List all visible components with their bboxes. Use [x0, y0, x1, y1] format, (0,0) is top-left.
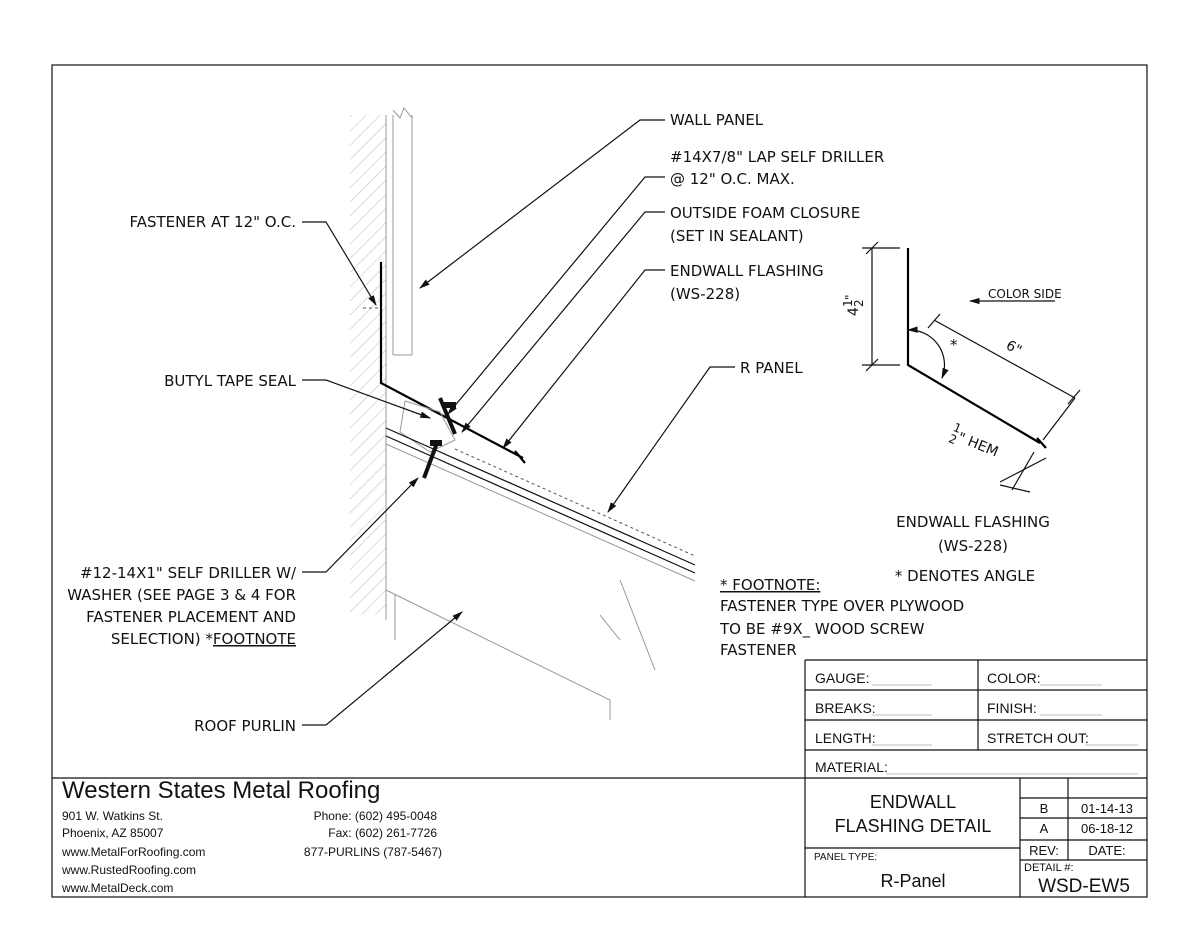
company-toll-free: 877-PURLINS (787-5467)	[304, 845, 442, 859]
break-mark	[392, 107, 413, 119]
length-label: LENGTH:	[815, 730, 876, 746]
angle-asterisk: *	[950, 336, 958, 354]
callout-wall-panel: WALL PANEL	[670, 111, 764, 129]
callout-foam-closure: OUTSIDE FOAM CLOSURE	[670, 204, 860, 222]
material-label: MATERIAL:	[815, 759, 888, 775]
length-dimension-line	[933, 319, 1076, 399]
height-tick	[865, 358, 879, 372]
footnote-line: TO BE #9X_ WOOD SCREW	[719, 620, 925, 639]
roof-purlin-outline	[619, 579, 656, 671]
spec-table: GAUGE: COLOR: BREAKS: FINISH: LENGTH: ST…	[52, 659, 1147, 897]
r-panel-rib	[454, 448, 696, 557]
hem-dimension-arrowline	[999, 484, 1031, 493]
stretch-out-label: STRETCH OUT:	[987, 730, 1089, 746]
section-detail	[350, 107, 696, 720]
color-label: COLOR:	[987, 670, 1041, 686]
company-website: www.MetalDeck.com	[61, 881, 173, 895]
rev-label: REV:	[1029, 843, 1059, 858]
endwall-flashing-line	[379, 262, 524, 459]
callout-self-driller-washer: WASHER (SEE PAGE 3 & 4 FOR	[67, 586, 296, 604]
revision-date: 01-14-13	[1081, 801, 1133, 816]
callout-lap-driller: #14X7/8" LAP SELF DRILLER	[670, 148, 884, 166]
title-block: Western States Metal Roofing 901 W. Watk…	[61, 777, 1147, 897]
company-city: Phoenix, AZ 85007	[62, 826, 164, 840]
callout-lap-driller-spacing: @ 12" O.C. MAX.	[670, 170, 795, 188]
company-address: 901 W. Watkins St.	[62, 809, 163, 823]
profile-hem	[1036, 437, 1047, 449]
company-fax: Fax: (602) 261-7726	[328, 826, 437, 840]
drawing-border	[51, 64, 1148, 898]
r-panel-bottom	[385, 443, 696, 582]
length-tick	[927, 313, 941, 329]
angle-note: * DENOTES ANGLE	[895, 567, 1035, 585]
revision-date: 06-18-12	[1081, 821, 1133, 836]
footnote-line: FASTENER TYPE OVER PLYWOOD	[720, 597, 964, 615]
svg-text:" HEM: " HEM	[955, 430, 1000, 461]
callout-endwall-flashing: ENDWALL FLASHING	[670, 262, 824, 280]
company-name: Western States Metal Roofing	[62, 777, 380, 804]
callout-fastener-12: FASTENER AT 12" O.C.	[129, 213, 296, 231]
callout-butyl-tape: BUTYL TAPE SEAL	[164, 372, 297, 390]
drawing-title: ENDWALL	[870, 792, 956, 812]
callout-r-panel: R PANEL	[740, 359, 803, 377]
gauge-label: GAUGE:	[815, 670, 869, 686]
r-panel-top	[385, 427, 696, 566]
r-panel-mid	[385, 435, 696, 574]
height-tick	[865, 241, 879, 255]
footnote-title: * FOOTNOTE:	[720, 576, 820, 594]
panel-type-value: R-Panel	[880, 871, 945, 891]
callout-endwall-flashing-part: (WS-228)	[670, 285, 740, 303]
length-tick	[1067, 389, 1081, 405]
date-label: DATE:	[1088, 843, 1125, 858]
company-website: www.MetalForRoofing.com	[61, 845, 205, 859]
roof-purlin-outline	[599, 614, 621, 641]
callout-foam-closure-note: (SET IN SEALANT)	[670, 227, 804, 245]
angle-arc	[906, 326, 949, 380]
length-dimension-text: 6"	[1003, 338, 1024, 359]
profile-title: ENDWALL FLASHING	[896, 513, 1050, 531]
company-phone: Phone: (602) 495-0048	[314, 809, 438, 823]
detail-number: WSD-EW5	[1038, 876, 1130, 897]
revision-letter: B	[1040, 801, 1049, 816]
detail-number-label: DETAIL #:	[1024, 862, 1074, 874]
hem-dimension-text: 1 2 " HEM	[947, 420, 1001, 461]
revision-letter: A	[1040, 821, 1049, 836]
company-website: www.RustedRoofing.com	[61, 863, 196, 877]
callout-self-driller-selection: SELECTION) *FOOTNOTE	[111, 630, 296, 648]
length-extension-line	[1042, 397, 1076, 441]
hem-dimension-line	[1011, 451, 1035, 491]
finish-label: FINISH:	[987, 700, 1037, 716]
callout-self-driller-placement: FASTENER PLACEMENT AND	[86, 608, 296, 626]
panel-type-label: PANEL TYPE:	[814, 852, 877, 863]
profile-part-number: (WS-228)	[938, 537, 1008, 555]
flashing-profile: 4 1 2 " 6" * 1 2 " HEM COLOR SIDE ENDWAL…	[841, 241, 1081, 585]
svg-text:4: 4	[846, 307, 862, 316]
roof-purlin-outline	[385, 589, 611, 720]
flashing-hem	[514, 450, 526, 464]
height-dimension-text: 4 1 2 "	[841, 294, 866, 316]
svg-text:1: 1	[841, 299, 855, 307]
leader-lines	[302, 119, 735, 726]
foam-closure	[399, 400, 456, 453]
callout-roof-purlin: ROOF PURLIN	[194, 717, 296, 735]
self-driller-fastener	[422, 440, 442, 479]
callout-self-driller: #12-14X1" SELF DRILLER W/	[80, 564, 297, 582]
svg-text:": "	[843, 294, 857, 300]
drawing-title: FLASHING DETAIL	[835, 816, 992, 836]
color-side-label: COLOR SIDE	[988, 287, 1062, 301]
footnote-line: FASTENER	[720, 641, 797, 659]
svg-text:2: 2	[852, 299, 866, 307]
breaks-label: BREAKS:	[815, 700, 876, 716]
